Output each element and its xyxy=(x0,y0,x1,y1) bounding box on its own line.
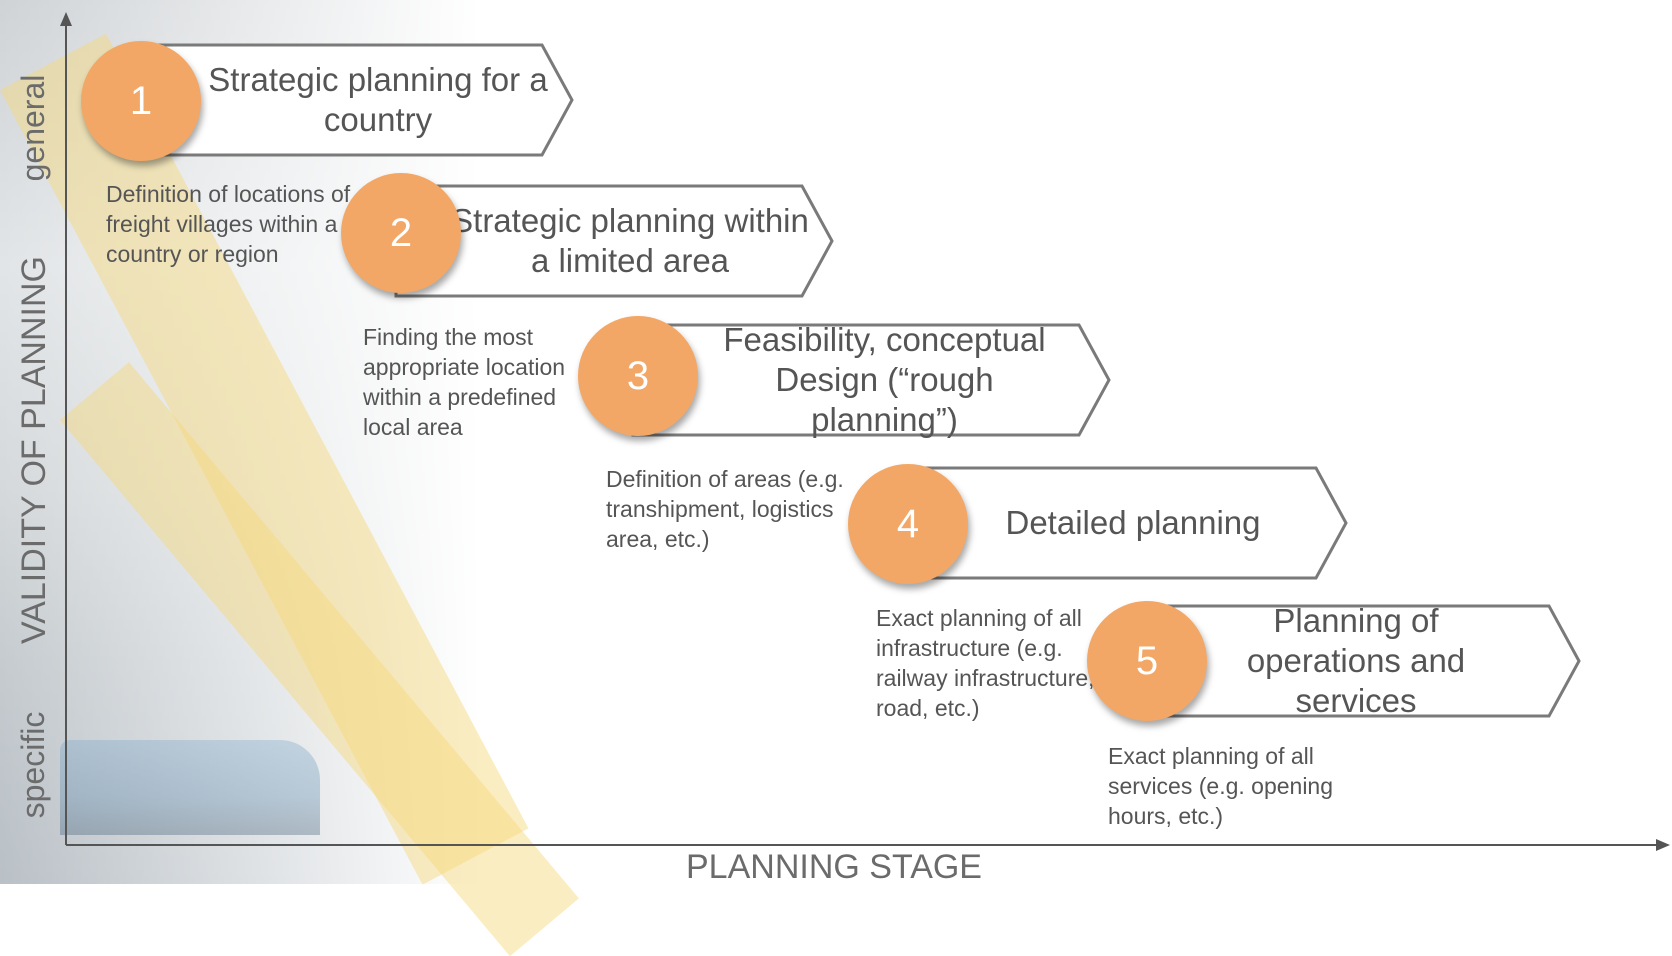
step-description: Exact planning of all infrastructure (e.… xyxy=(876,605,1095,721)
step-title: Strategic planning for a country xyxy=(208,61,548,138)
y-axis-title: VALIDITY OF PLANNING xyxy=(15,256,53,644)
step-2: Strategic planning within a limited area… xyxy=(340,173,840,303)
step-number-badge: 1 xyxy=(81,41,201,161)
step-4: Detailed planning 4 xyxy=(848,464,1348,585)
step-description: Definition of locations of freight villa… xyxy=(106,181,351,267)
step-number-badge: 3 xyxy=(578,316,698,436)
locomotive-image xyxy=(60,740,320,835)
step-3: Feasibility, conceptual Design (“rough p… xyxy=(577,316,1117,442)
step-title: Detailed planning xyxy=(1005,504,1261,541)
step-number-badge: 5 xyxy=(1087,601,1207,721)
step-description: Definition of areas (e.g. transhipment, … xyxy=(606,466,844,552)
step-1: Strategic planning for a country 1 xyxy=(80,41,580,162)
x-axis-title: PLANNING STAGE xyxy=(686,848,982,886)
step-description: Finding the most appropriate location wi… xyxy=(363,324,566,440)
step-title: Feasibility, conceptual Design (“rough p… xyxy=(723,321,1046,438)
step-number-badge: 2 xyxy=(341,173,461,293)
axes xyxy=(60,12,1670,851)
step-number-badge: 4 xyxy=(848,464,968,584)
step-5: Planning of operations and services 5 xyxy=(1086,601,1586,723)
y-axis-bottom-label: specific xyxy=(15,711,51,819)
step-description: Exact planning of all services (e.g. ope… xyxy=(1108,743,1334,829)
step-title: Planning of operations and services xyxy=(1246,602,1466,719)
y-axis-top-label: general xyxy=(15,74,51,182)
step-title: Strategic planning within a limited area xyxy=(451,202,809,279)
